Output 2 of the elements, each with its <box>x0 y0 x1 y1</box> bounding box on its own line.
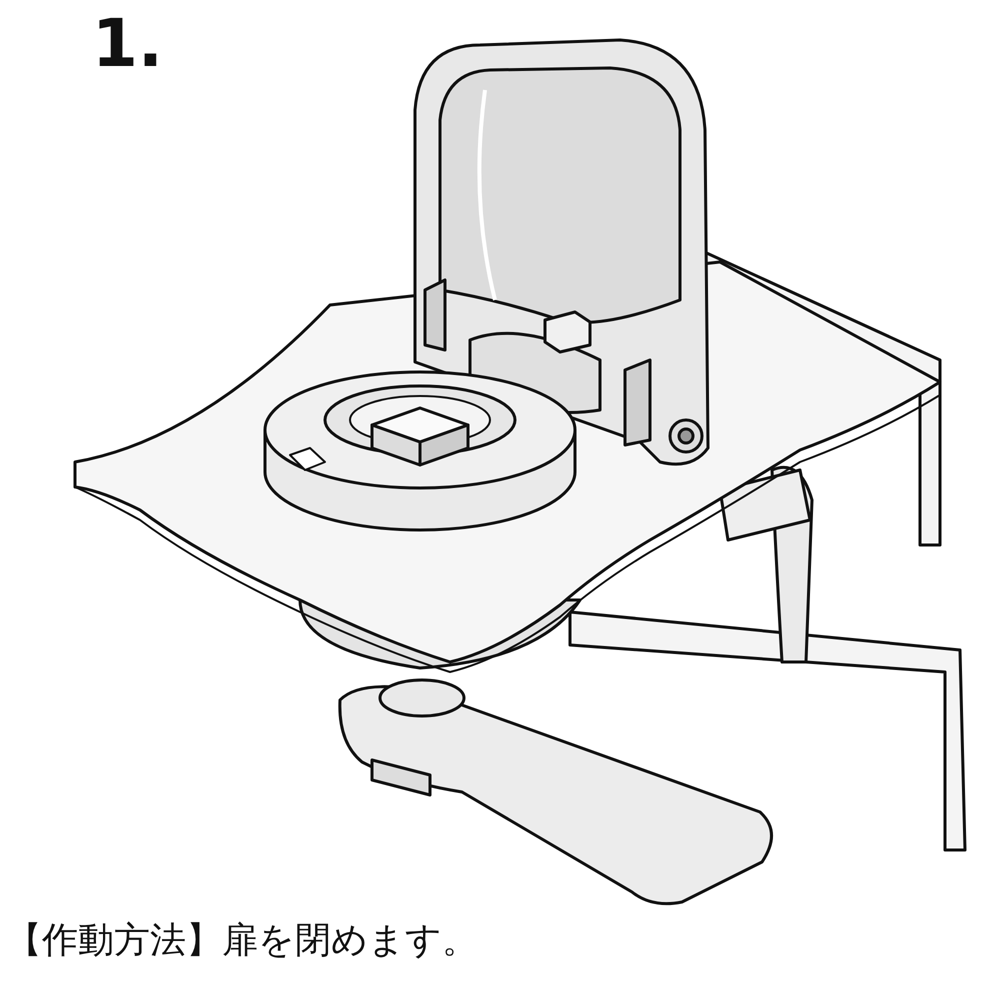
step-number: 1. <box>92 8 163 81</box>
caption: 【作動方法】扉を閉めます。 <box>6 919 478 963</box>
